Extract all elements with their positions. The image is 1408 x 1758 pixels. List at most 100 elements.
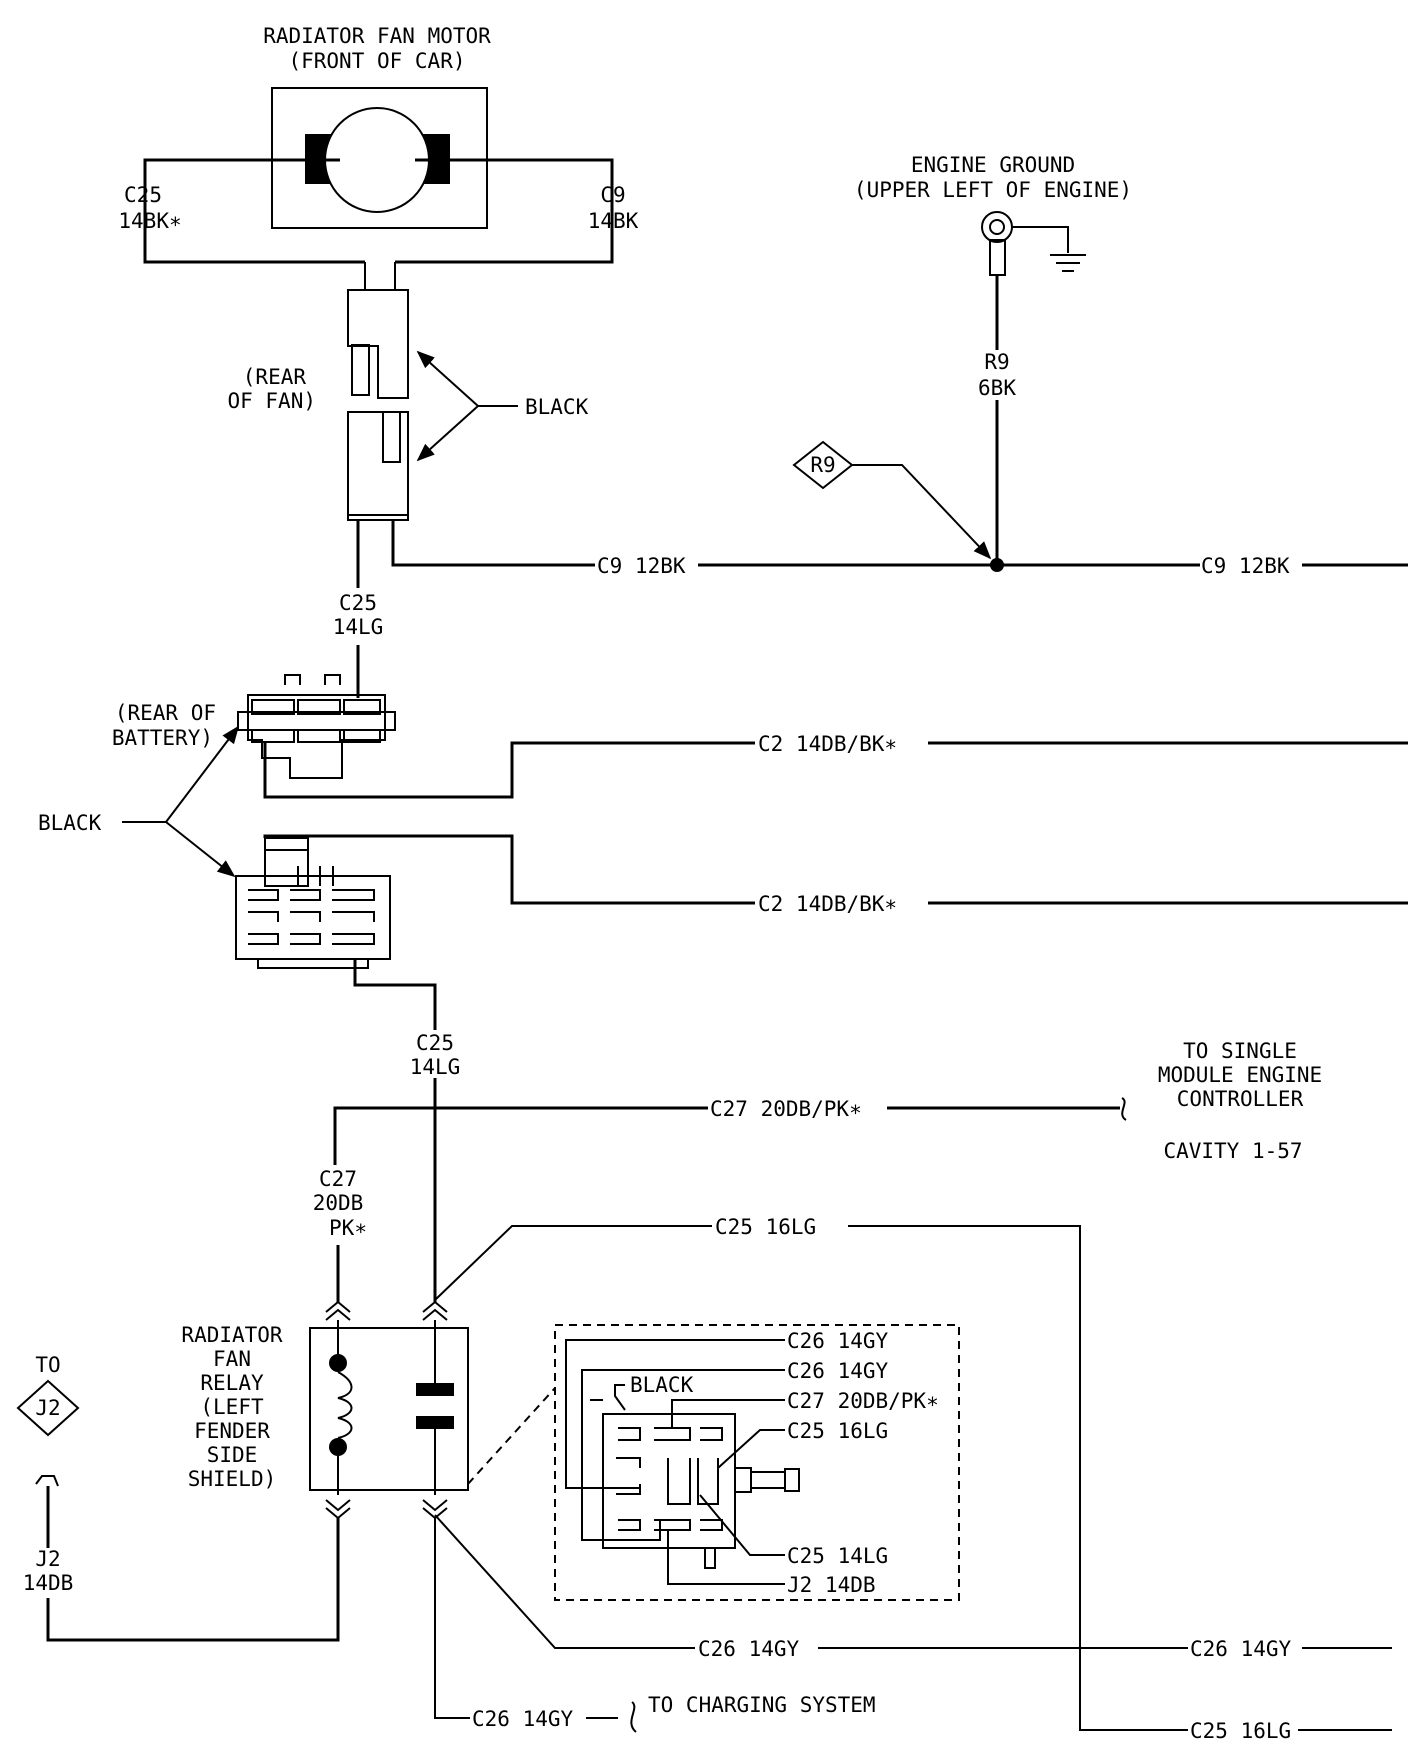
smec-line-1: TO SINGLE — [1183, 1039, 1297, 1063]
motor-right-wire — [395, 158, 614, 264]
relay-connector-c25 — [422, 1300, 448, 1321]
motor-right-gauge: 14BK — [588, 209, 639, 233]
relay-pinout-frame — [554, 1324, 960, 1601]
relay-coil — [337, 1371, 353, 1439]
rear-of-battery-line-2: BATTERY) — [112, 726, 213, 750]
to-j2-label: TO — [35, 1353, 60, 1377]
c2-upper-wire — [263, 741, 1408, 799]
motor-left-wire — [143, 158, 365, 264]
c9-left-label: C9 12BK — [597, 554, 686, 578]
relay-label-7: SHIELD) — [188, 1467, 277, 1491]
j2-ref-diamond — [16, 1379, 80, 1437]
fan-connector-pin-male — [351, 344, 370, 396]
j2-break-mark — [35, 1475, 59, 1487]
battery-connector: (REAR OF BATTERY) BLACK — [38, 674, 396, 969]
pinout-lead-1 — [565, 1339, 785, 1489]
ground-title-1: ENGINE GROUND — [911, 153, 1075, 177]
pinout-lead-6 — [667, 1530, 785, 1585]
pinout-lead-5 — [699, 1494, 785, 1556]
smec-cavity: CAVITY 1-57 — [1163, 1139, 1302, 1163]
j2-circuit: J2 — [35, 1547, 60, 1571]
c25-fan-to-battery: C25 14LG — [333, 520, 384, 698]
j2-gauge: 14DB — [23, 1571, 74, 1595]
smec-line-3: CONTROLLER — [1177, 1087, 1304, 1111]
pinout-pin-3: C27 20DB/PK∗ — [787, 1389, 939, 1413]
motor-title-2: (FRONT OF CAR) — [288, 49, 465, 73]
c26-right-label: C26 14GY — [1190, 1637, 1292, 1661]
relay-label-1: RADIATOR — [181, 1323, 283, 1347]
c2-lower-wire — [263, 834, 1408, 905]
pinout-pin-4: C25 16LG — [787, 1419, 888, 1443]
ground-gauge: 6BK — [978, 376, 1016, 400]
motor-armature — [324, 107, 430, 213]
pinout-pin-2: C26 14GY — [787, 1359, 889, 1383]
to-charging-system: TO CHARGING SYSTEM — [648, 1693, 876, 1717]
c26-circuits: C26 14GY C26 14GY C26 14GY TO CHARGING S… — [434, 1514, 1392, 1733]
pinout-color: BLACK — [630, 1373, 694, 1397]
c9-ground-circuit: C9 12BK C9 12BK — [391, 520, 1408, 578]
fan-connector-male — [347, 289, 409, 399]
battery-connector-lower — [235, 875, 391, 960]
pinout-pin-5: C25 14LG — [787, 1544, 888, 1568]
j2-ref-label: J2 — [35, 1396, 60, 1420]
c25-upper-gauge: 14LG — [333, 615, 384, 639]
relay-coil-terminal-top — [329, 1354, 347, 1372]
ground-symbol — [1050, 254, 1086, 272]
motor-left-gauge: 14BK∗ — [118, 209, 181, 233]
smec-line-2: MODULE ENGINE — [1158, 1063, 1322, 1087]
j2-circuit: TO J2 J2 14DB — [16, 1353, 340, 1642]
motor-housing — [271, 87, 488, 229]
c25-16lg-label: C25 16LG — [715, 1215, 816, 1239]
c2-circuits: C2 14DB/BK∗ C2 14DB/BK∗ — [263, 732, 1408, 916]
splice-ref-diamond — [792, 440, 854, 490]
c26-middle-wire — [434, 1514, 1392, 1649]
c25-upper-circuit: C25 — [339, 591, 377, 615]
c27-vertical-line-2: 20DB — [313, 1191, 364, 1215]
c27-wire — [333, 1106, 1120, 1165]
c25-lower-wire — [353, 959, 437, 1302]
pinout-pin-1: C26 14GY — [787, 1329, 889, 1353]
relay-contact-upper — [416, 1383, 454, 1396]
c25-16lg-circuit: C25 16LG C25 16LG — [434, 1215, 1392, 1743]
c26-middle-label: C26 14GY — [698, 1637, 800, 1661]
c27-vertical-line-3: PK∗ — [329, 1216, 367, 1240]
relay-body — [309, 1327, 469, 1491]
relay-label-6: SIDE — [207, 1443, 258, 1467]
j2-wire — [46, 1486, 340, 1642]
relay-label-2: FAN — [213, 1347, 251, 1371]
engine-ground: ENGINE GROUND (UPPER LEFT OF ENGINE) R9 … — [792, 153, 1132, 572]
fan-connector: (REAR OF FAN) BLACK — [227, 289, 589, 521]
c27-vertical-line-1: C27 — [319, 1167, 357, 1191]
battery-connector-color: BLACK — [38, 811, 102, 835]
c26-bottom-wire — [434, 1518, 618, 1719]
rear-of-fan-line-2: OF FAN) — [227, 389, 316, 413]
relay-connector-c27 — [325, 1300, 351, 1321]
c2-upper-label: C2 14DB/BK∗ — [758, 732, 897, 756]
splice-ref-r9: R9 — [810, 453, 835, 477]
c2-lower-label: C2 14DB/BK∗ — [758, 892, 897, 916]
c9-wire — [391, 520, 1408, 567]
battery-connector-upper — [247, 694, 386, 779]
charging-break-mark — [630, 1701, 637, 1733]
relay-connector-j2 — [325, 1499, 351, 1520]
c25-battery-to-relay: C25 14LG — [353, 959, 460, 1302]
pinout-lead-4 — [717, 1429, 785, 1469]
c27-wire-label: C27 20DB/PK∗ — [710, 1097, 862, 1121]
relay-label-4: (LEFT — [200, 1395, 264, 1419]
pinout-lead-2 — [581, 1369, 785, 1541]
c25-bottom-right-label: C25 16LG — [1190, 1719, 1291, 1743]
rear-of-fan-line-1: (REAR — [243, 365, 307, 389]
ground-title-2: (UPPER LEFT OF ENGINE) — [854, 178, 1132, 202]
c25-16lg-wire — [434, 1225, 1392, 1731]
relay-pinout: BLACK C26 14GY C26 14GY C27 20DB/PK∗ C25… — [467, 1324, 960, 1601]
relay-contact-lower — [416, 1416, 454, 1429]
c27-circuit: C27 20DB/PK∗ TO SINGLE MODULE ENGINE CON… — [300, 1039, 1322, 1302]
motor-right-circuit: C9 — [600, 183, 625, 207]
relay-label-3: RELAY — [200, 1371, 264, 1395]
ground-circuit: R9 — [984, 350, 1009, 374]
c9-right-label: C9 12BK — [1201, 554, 1290, 578]
rear-of-battery-line-1: (REAR OF — [115, 701, 216, 725]
radiator-fan-motor: RADIATOR FAN MOTOR (FRONT OF CAR) C25 14… — [118, 24, 639, 290]
battery-connector-latch — [264, 837, 309, 887]
relay-coil-terminal-bottom — [329, 1438, 347, 1456]
